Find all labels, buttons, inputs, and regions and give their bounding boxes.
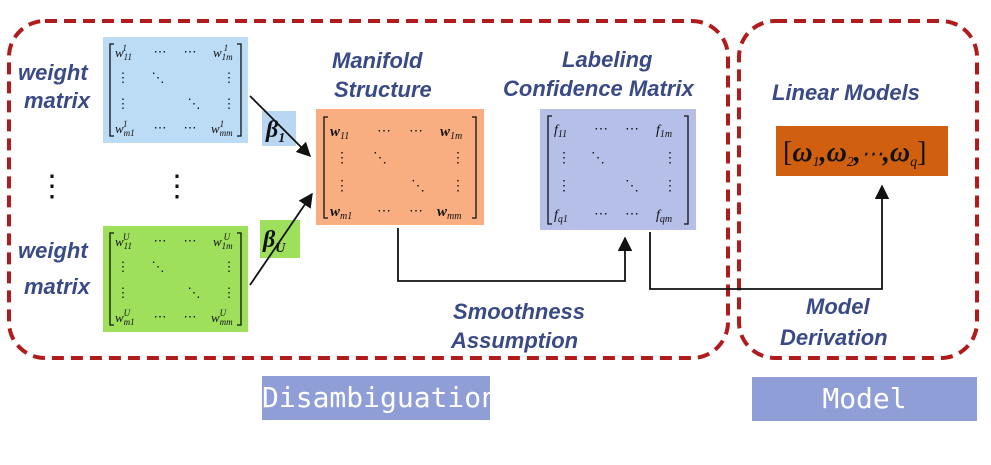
model-derivation-label: Model Derivation bbox=[780, 294, 888, 350]
svg-text:w11U: w11U bbox=[115, 232, 132, 251]
svg-text:⋯: ⋯ bbox=[154, 120, 167, 135]
svg-text:⋮: ⋮ bbox=[117, 285, 130, 300]
vertical-ellipsis-middle: ⋮ bbox=[162, 170, 192, 203]
weight-matrix-top-label: weight matrix bbox=[18, 60, 94, 113]
manifold-structure-label: Manifold Structure bbox=[332, 48, 432, 102]
weight-matrix-top: w111 ⋯ ⋯ w1m1 ⋮ ⋱ ⋮ ⋮ ⋱ ⋮ wm11 ⋯ ⋯ wmm1 bbox=[103, 37, 248, 143]
manifold-matrix: w11 ⋯ ⋯ w1m ⋮ ⋱ ⋮ ⋮ ⋱ ⋮ wm1 ⋯ ⋯ wmm bbox=[316, 109, 484, 225]
smoothness-assumption-label: Smoothness Assumption bbox=[450, 299, 591, 353]
svg-text:⋱: ⋱ bbox=[373, 151, 387, 166]
arrow-top-weight-to-manifold bbox=[249, 95, 312, 158]
svg-text:⋯: ⋯ bbox=[184, 44, 197, 59]
svg-text:⋮: ⋮ bbox=[223, 285, 236, 300]
svg-text:w1m: w1m bbox=[440, 124, 462, 142]
svg-text:⋯: ⋯ bbox=[377, 124, 391, 139]
svg-text:⋮: ⋮ bbox=[451, 151, 465, 166]
svg-text:⋱: ⋱ bbox=[152, 70, 165, 85]
svg-text:⋮: ⋮ bbox=[117, 96, 130, 111]
svg-text:⋯: ⋯ bbox=[184, 309, 197, 324]
labeling-confidence-label: Labeling Confidence Matrix bbox=[503, 47, 694, 101]
svg-text:β1: β1 bbox=[265, 117, 285, 146]
arrow-bottom-weight-to-manifold bbox=[249, 192, 313, 286]
model-training-stage-label: Model Training bbox=[752, 377, 977, 459]
svg-text:⋯: ⋯ bbox=[625, 207, 639, 222]
svg-text:⋯: ⋯ bbox=[377, 204, 391, 219]
svg-text:⋮: ⋮ bbox=[663, 151, 677, 166]
svg-text:wmm1: wmm1 bbox=[211, 119, 233, 138]
svg-text:⋮: ⋮ bbox=[117, 259, 130, 274]
svg-text:⋯: ⋯ bbox=[184, 120, 197, 135]
svg-text:w111: w111 bbox=[115, 43, 132, 62]
svg-text:⋱: ⋱ bbox=[411, 179, 425, 194]
vertical-ellipsis-left: ⋮ bbox=[37, 170, 67, 203]
arrow-manifold-to-confidence bbox=[397, 228, 633, 282]
svg-text:⋮: ⋮ bbox=[335, 179, 349, 194]
svg-text:⋯: ⋯ bbox=[409, 124, 423, 139]
svg-text:⋯: ⋯ bbox=[625, 122, 639, 137]
svg-text:⋱: ⋱ bbox=[188, 96, 201, 111]
svg-text:w11: w11 bbox=[330, 124, 349, 142]
svg-text:wm1U: wm1U bbox=[115, 308, 135, 327]
svg-text:f1m: f1m bbox=[656, 123, 672, 140]
linear-models-box: [ω1,ω2,⋯,ωq] bbox=[776, 126, 948, 176]
beta-1-label: β1 bbox=[262, 111, 296, 146]
svg-text:wm11: wm11 bbox=[115, 119, 134, 138]
svg-text:⋮: ⋮ bbox=[223, 259, 236, 274]
svg-text:⋯: ⋯ bbox=[594, 122, 608, 137]
svg-text:fq1: fq1 bbox=[554, 208, 568, 225]
svg-text:⋮: ⋮ bbox=[223, 70, 236, 85]
svg-text:wmm: wmm bbox=[437, 204, 461, 222]
linear-models-label: Linear Models bbox=[772, 80, 920, 105]
svg-text:⋯: ⋯ bbox=[594, 207, 608, 222]
svg-text:⋯: ⋯ bbox=[154, 309, 167, 324]
beta-u-label: βU bbox=[260, 220, 300, 258]
svg-text:⋯: ⋯ bbox=[154, 44, 167, 59]
svg-text:w1mU: w1mU bbox=[213, 232, 233, 251]
svg-text:wmmU: wmmU bbox=[211, 308, 233, 327]
pipeline-diagram: weight matrix weight matrix ⋮ ⋮ w111 ⋯ ⋯… bbox=[7, 19, 979, 360]
arrow-confidence-to-linear-models bbox=[649, 184, 890, 290]
svg-text:⋮: ⋮ bbox=[557, 151, 571, 166]
disambiguation-stage-label: Disambiguation bbox=[262, 376, 498, 420]
svg-text:⋱: ⋱ bbox=[188, 285, 201, 300]
model-training-region bbox=[737, 19, 979, 360]
svg-text:⋮: ⋮ bbox=[451, 179, 465, 194]
weight-matrix-bottom: w11U ⋯ ⋯ w1mU ⋮ ⋱ ⋮ ⋮ ⋱ ⋮ wm1U ⋯ ⋯ wmmU bbox=[103, 226, 248, 332]
weight-matrix-bottom-label: weight matrix bbox=[18, 238, 94, 299]
svg-text:⋱: ⋱ bbox=[152, 259, 165, 274]
svg-text:[ω1,ω2,⋯,ωq]: [ω1,ω2,⋯,ωq] bbox=[783, 137, 926, 170]
svg-text:⋯: ⋯ bbox=[409, 204, 423, 219]
svg-text:⋱: ⋱ bbox=[591, 151, 605, 166]
svg-text:βU: βU bbox=[262, 227, 286, 256]
confidence-matrix: f11 ⋯ ⋯ f1m ⋮ ⋱ ⋮ ⋮ ⋱ ⋮ fq1 ⋯ ⋯ fqm bbox=[540, 109, 696, 230]
svg-text:⋮: ⋮ bbox=[223, 96, 236, 111]
svg-text:⋱: ⋱ bbox=[625, 179, 639, 194]
svg-text:wm1: wm1 bbox=[330, 204, 352, 222]
svg-text:⋮: ⋮ bbox=[557, 179, 571, 194]
svg-text:f11: f11 bbox=[554, 123, 567, 140]
svg-text:⋮: ⋮ bbox=[335, 151, 349, 166]
svg-text:w1m1: w1m1 bbox=[213, 43, 233, 62]
disambiguation-region bbox=[7, 19, 730, 360]
svg-text:fqm: fqm bbox=[656, 208, 672, 225]
svg-text:⋮: ⋮ bbox=[117, 70, 130, 85]
svg-text:⋮: ⋮ bbox=[663, 179, 677, 194]
svg-text:⋯: ⋯ bbox=[154, 233, 167, 248]
svg-text:⋯: ⋯ bbox=[184, 233, 197, 248]
